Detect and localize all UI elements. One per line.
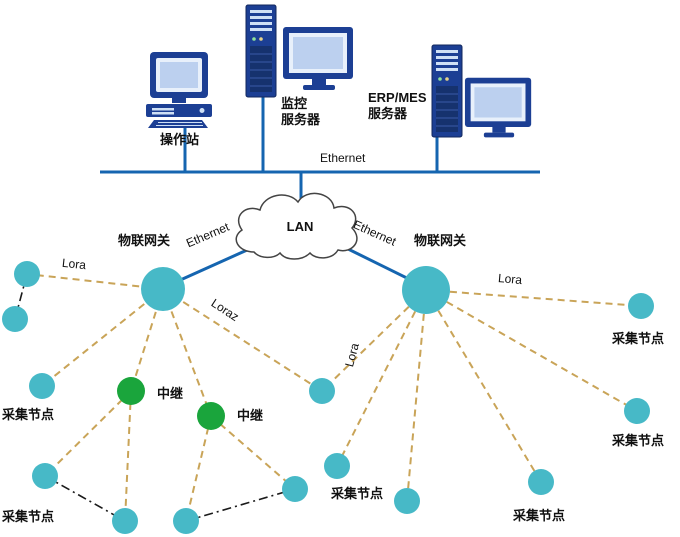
ethernet-bus-label: Ethernet xyxy=(320,151,366,165)
dashdot-peer-links xyxy=(14,273,296,522)
relay-node-1 xyxy=(117,377,145,405)
collection-node xyxy=(2,306,28,332)
collection-node xyxy=(14,261,40,287)
erp-server-label: ERP/MES 服务器 xyxy=(368,90,427,122)
collection-node xyxy=(112,508,138,534)
collection-node-label-right-bottom: 采集节点 xyxy=(513,508,566,523)
iot-gateway-right-node xyxy=(402,266,450,314)
collection-node xyxy=(29,373,55,399)
gateway-left-label: 物联网关 xyxy=(118,233,171,248)
collection-node xyxy=(32,463,58,489)
collection-node xyxy=(394,488,420,514)
workstation-label: 操作站 xyxy=(160,132,200,147)
lora-dashed-links xyxy=(26,273,642,522)
relay2-label: 中继 xyxy=(237,408,264,423)
monitoring-server-monitor-icon xyxy=(283,27,353,90)
relay-node-2 xyxy=(197,402,225,430)
erp-server-tower-icon xyxy=(431,44,463,138)
collection-node xyxy=(282,476,308,502)
collection-node-label-left-mid: 采集节点 xyxy=(2,407,55,422)
workstation-computer-icon xyxy=(146,52,212,128)
monitoring-server-tower-icon xyxy=(245,4,277,98)
collection-node xyxy=(173,508,199,534)
collection-node-label-right-top: 采集节点 xyxy=(612,331,665,346)
monitoring-server-label: 监控 服务器 xyxy=(281,96,321,128)
lan-cloud-label: LAN xyxy=(286,219,314,234)
gateway-right-label: 物联网关 xyxy=(414,233,467,248)
erp-server-monitor-icon xyxy=(464,77,532,138)
iot-gateway-left-node xyxy=(141,267,185,311)
collection-node xyxy=(324,453,350,479)
collection-node-label-left-bottom: 采集节点 xyxy=(2,509,55,524)
collection-nodes xyxy=(2,261,654,534)
relay1-label: 中继 xyxy=(157,386,184,401)
collection-node xyxy=(628,293,654,319)
lora-link-left-label: Lora xyxy=(61,255,87,273)
collection-node xyxy=(624,398,650,424)
lora-link-right-label: Lora xyxy=(497,270,523,288)
collection-node xyxy=(309,378,335,404)
collection-node xyxy=(528,469,554,495)
collection-node-label-right-mid: 采集节点 xyxy=(612,433,665,448)
collection-node-label-center-bottom: 采集节点 xyxy=(331,486,384,501)
lan-cloud xyxy=(235,192,358,260)
ethernet-lines xyxy=(100,96,540,288)
